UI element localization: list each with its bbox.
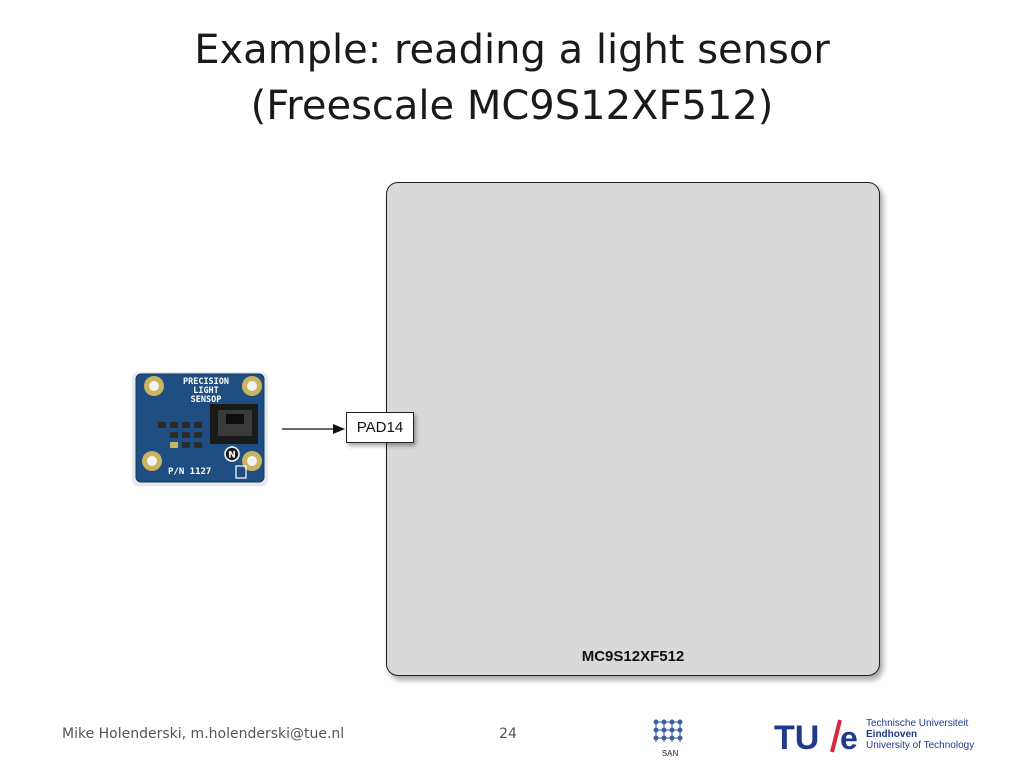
tue-logo: TU e [774, 719, 858, 754]
tue-name-block: Technische Universiteit Eindhoven Univer… [866, 718, 974, 751]
tue-logo-e: e [840, 720, 858, 754]
tue-name-line-2: Eindhoven [866, 729, 918, 740]
north-marker-label: N [228, 451, 236, 461]
slide-title-line-2: (Freescale MC9S12XF512) [250, 83, 774, 129]
sensor-text-line-2: LIGHT [193, 386, 219, 396]
mounting-hole [144, 376, 164, 396]
sensor-part-number: P/N 1127 [168, 467, 211, 477]
page-number: 24 [499, 726, 517, 742]
slide-title: Example: reading a light sensor (Freesca… [100, 22, 924, 134]
sensor-text-line-1: PRECISION [183, 377, 229, 387]
microcontroller-block: MC9S12XF512 [386, 182, 880, 676]
pin-label: PAD14 [356, 419, 404, 436]
mounting-hole [242, 451, 262, 471]
slide-title-line-1: Example: reading a light sensor [194, 27, 830, 73]
pin-label-box: PAD14 [346, 412, 414, 443]
light-sensor-board-image: PRECISION LIGHT SENSOP N P/N 1127 [132, 372, 268, 486]
surface-mount-components [158, 422, 202, 448]
tue-logo-mark: TU [774, 719, 819, 754]
san-logo-text: SAN [662, 749, 679, 758]
footer-author: Mike Holenderski, m.holenderski@tue.nl [62, 726, 345, 742]
north-marker-icon [224, 446, 240, 462]
tue-name-line-1: Technische Universiteit [866, 718, 969, 729]
sensor-text-line-3: SENSOP [191, 395, 222, 405]
tue-name-line-3: University of Technology [866, 740, 975, 751]
connector-icon [210, 404, 258, 444]
mounting-hole [242, 376, 262, 396]
mounting-hole [142, 451, 162, 471]
microcontroller-label: MC9S12XF512 [581, 648, 685, 665]
san-logo: SAN [653, 719, 683, 758]
